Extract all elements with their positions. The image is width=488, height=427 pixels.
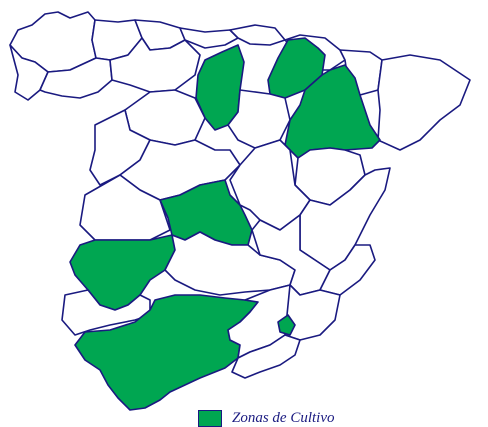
region-ourense [39,57,113,99]
region-huesca [339,49,383,96]
region-jaen-islet [277,314,296,336]
region-caceres [79,174,171,241]
legend-label: Zonas de Cultivo [232,409,335,426]
region-catalonia [377,54,471,151]
region-cantabria [179,27,239,49]
region-almeria [231,334,301,379]
region-huelva [61,289,151,336]
region-jaen-east [227,284,291,359]
region-badajoz [69,234,176,311]
map-legend: Zonas de Cultivo [198,409,335,427]
region-bizkaia [229,24,286,46]
legend-swatch-cultivation [198,409,222,427]
region-leon [109,37,201,93]
